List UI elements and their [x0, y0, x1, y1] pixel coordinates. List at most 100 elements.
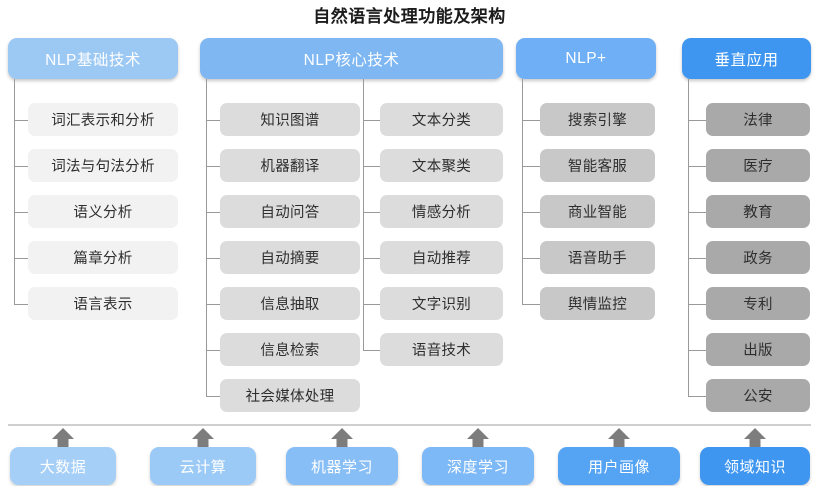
node-box[interactable]: 医疗 [706, 149, 810, 182]
foundation-pill[interactable]: 深度学习 [422, 447, 534, 485]
node-box[interactable]: 舆情监控 [540, 287, 655, 320]
tree-branch-line [206, 257, 220, 259]
node-box[interactable]: 商业智能 [540, 195, 655, 228]
node-label: 政务 [743, 251, 773, 267]
header-pill-label: NLP+ [565, 49, 607, 67]
node-label: 自动推荐 [411, 251, 472, 267]
node-box[interactable]: 机器翻译 [220, 149, 360, 182]
node-label: 自动摘要 [260, 251, 320, 267]
tree-branch-line [206, 119, 220, 121]
tree-branch-line [522, 119, 540, 121]
tree-branch-line [363, 349, 380, 351]
header-pill-label: NLP核心技术 [303, 51, 400, 69]
foundation-pill[interactable]: 用户画像 [558, 447, 680, 485]
node-label: 出版 [743, 343, 773, 359]
node-box[interactable]: 公安 [706, 379, 810, 412]
node-box[interactable]: 政务 [706, 241, 810, 274]
header-pill-label: 垂直应用 [714, 51, 779, 69]
tree-branch-line [688, 257, 706, 259]
node-label: 词法与句法分析 [51, 159, 155, 175]
node-box[interactable]: 语音助手 [540, 241, 655, 274]
foundation-pill-label: 深度学习 [446, 458, 509, 476]
node-box[interactable]: 信息检索 [220, 333, 360, 366]
arrow-up-icon [606, 427, 632, 449]
node-box[interactable]: 词法与句法分析 [28, 149, 178, 182]
tree-branch-line [688, 303, 706, 305]
tree-branch-line [688, 165, 706, 167]
tree-branch-line [363, 165, 380, 167]
node-label: 词汇表示和分析 [51, 113, 155, 129]
node-label: 篇章分析 [73, 251, 133, 267]
node-label: 文本分类 [411, 113, 472, 129]
tree-branch-line [363, 211, 380, 213]
section-divider [8, 424, 811, 426]
header-pill-2[interactable]: NLP核心技术 [200, 38, 503, 79]
node-box[interactable]: 文本聚类 [380, 149, 503, 182]
node-box[interactable]: 篇章分析 [28, 241, 178, 274]
foundation-pill-label: 云计算 [179, 458, 227, 476]
node-box[interactable]: 自动摘要 [220, 241, 360, 274]
tree-branch-line [522, 303, 540, 305]
foundation-pill[interactable]: 机器学习 [286, 447, 398, 485]
node-label: 教育 [743, 205, 773, 221]
tree-branch-line [14, 165, 28, 167]
node-box[interactable]: 社会媒体处理 [220, 379, 360, 412]
tree-branch-line [688, 119, 706, 121]
tree-branch-line [363, 257, 380, 259]
node-label: 知识图谱 [260, 113, 320, 129]
tree-branch-line [688, 349, 706, 351]
node-label: 公安 [743, 389, 773, 405]
header-pill-1[interactable]: NLP基础技术 [8, 38, 178, 79]
node-box[interactable]: 法律 [706, 103, 810, 136]
node-label: 机器翻译 [260, 159, 320, 175]
tree-branch-line [363, 119, 380, 121]
node-box[interactable]: 专利 [706, 287, 810, 320]
header-pill-3[interactable]: NLP+ [516, 38, 656, 79]
header-pill-label: NLP基础技术 [45, 51, 141, 69]
tree-trunk-line [522, 79, 523, 304]
foundation-pill-label: 用户画像 [587, 458, 650, 476]
foundation-pill[interactable]: 大数据 [10, 447, 116, 485]
node-box[interactable]: 智能客服 [540, 149, 655, 182]
arrow-up-icon [329, 427, 355, 449]
tree-trunk-line [14, 79, 15, 304]
node-box[interactable]: 知识图谱 [220, 103, 360, 136]
tree-branch-line [14, 211, 28, 213]
node-box[interactable]: 自动问答 [220, 195, 360, 228]
node-label: 语言表示 [73, 297, 133, 313]
node-box[interactable]: 语言表示 [28, 287, 178, 320]
node-box[interactable]: 信息抽取 [220, 287, 360, 320]
foundation-pill[interactable]: 云计算 [150, 447, 256, 485]
node-box[interactable]: 文本分类 [380, 103, 503, 136]
tree-branch-line [206, 395, 220, 397]
node-box[interactable]: 自动推荐 [380, 241, 503, 274]
node-box[interactable]: 教育 [706, 195, 810, 228]
node-box[interactable]: 出版 [706, 333, 810, 366]
tree-trunk-line [206, 79, 207, 396]
node-label: 法律 [743, 113, 773, 129]
foundation-pill[interactable]: 领域知识 [700, 447, 810, 485]
page-title: 自然语言处理功能及架构 [313, 7, 506, 26]
node-box[interactable]: 情感分析 [380, 195, 503, 228]
node-box[interactable]: 语音技术 [380, 333, 503, 366]
node-box[interactable]: 文字识别 [380, 287, 503, 320]
header-pill-4[interactable]: 垂直应用 [682, 38, 811, 79]
node-label: 商业智能 [567, 205, 628, 221]
tree-trunk-line [363, 79, 364, 350]
tree-branch-line [14, 257, 28, 259]
node-label: 医疗 [743, 159, 773, 175]
node-label: 自动问答 [260, 205, 320, 221]
arrow-up-icon [50, 427, 76, 449]
node-box[interactable]: 搜索引擎 [540, 103, 655, 136]
node-label: 文字识别 [411, 297, 472, 313]
node-label: 语义分析 [73, 205, 133, 221]
foundation-pill-label: 大数据 [39, 458, 87, 476]
foundation-pill-label: 机器学习 [310, 458, 373, 476]
node-label: 信息检索 [260, 343, 320, 359]
tree-branch-line [206, 303, 220, 305]
node-box[interactable]: 词汇表示和分析 [28, 103, 178, 136]
node-label: 智能客服 [567, 159, 628, 175]
tree-branch-line [206, 211, 220, 213]
node-box[interactable]: 语义分析 [28, 195, 178, 228]
tree-branch-line [522, 165, 540, 167]
